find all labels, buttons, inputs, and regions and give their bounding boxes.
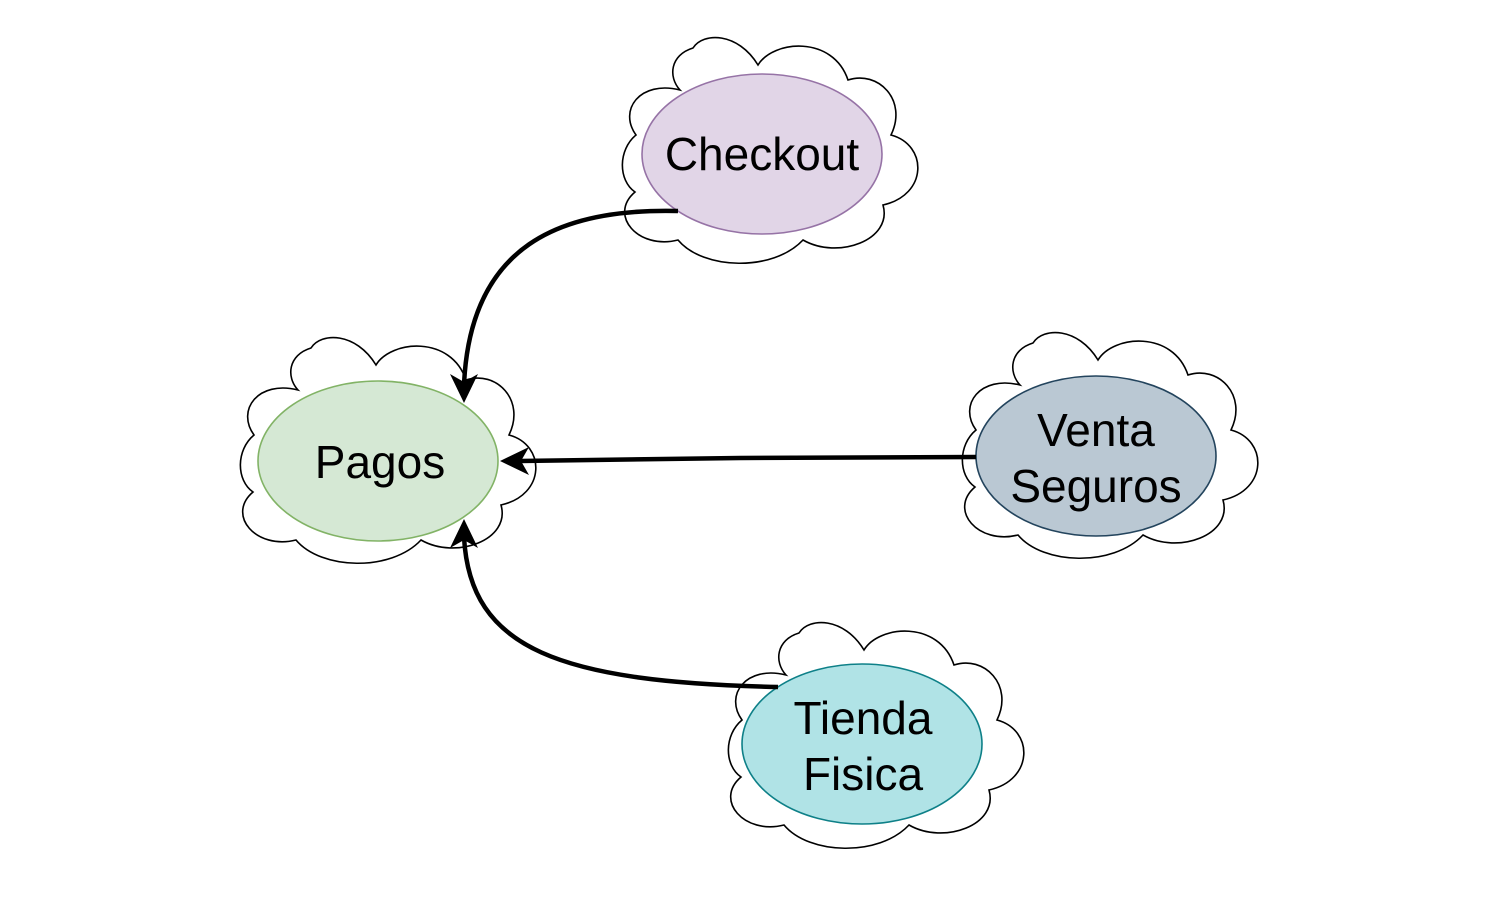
edge-tienda-fisica-to-pagos xyxy=(450,519,779,690)
node-venta-seguros[interactable] xyxy=(975,375,1217,537)
node-label-tienda: Tienda xyxy=(794,692,933,744)
edge-venta-seguros-to-pagos xyxy=(500,447,977,475)
node-label-venta: Venta xyxy=(1037,404,1155,456)
edge-checkout-to-pagos xyxy=(450,208,679,403)
node-pagos[interactable] xyxy=(257,380,499,542)
arrowhead-icon xyxy=(450,374,478,403)
node-tienda-fisica[interactable] xyxy=(741,663,983,825)
node-label-pagos: Pagos xyxy=(315,436,445,488)
node-label-fisica: Fisica xyxy=(803,748,924,800)
arrowhead-icon xyxy=(450,519,478,548)
node-label-seguros: Seguros xyxy=(1010,460,1181,512)
arrowhead-icon xyxy=(500,447,529,475)
node-label-checkout: Checkout xyxy=(665,128,860,180)
node-checkout[interactable] xyxy=(641,73,883,235)
